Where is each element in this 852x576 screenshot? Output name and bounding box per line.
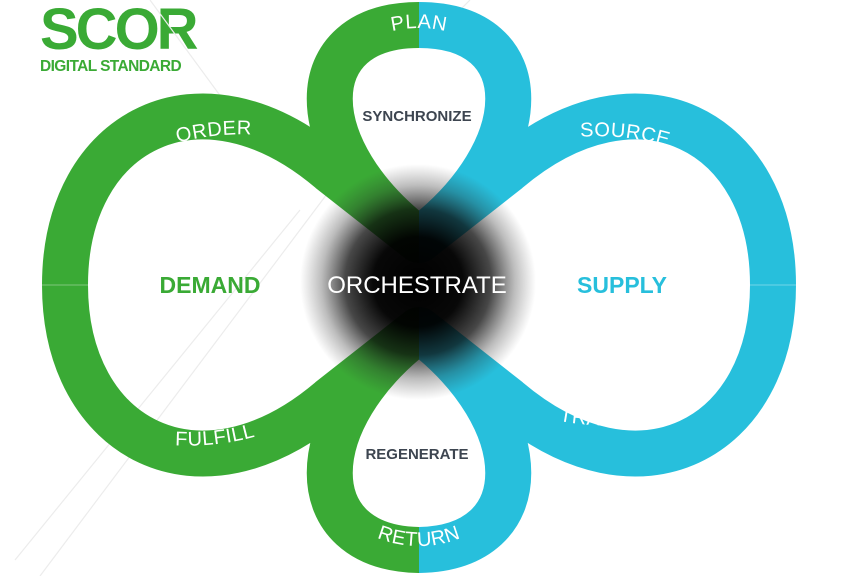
process-plan-label: PLAN [389, 11, 449, 36]
demand-label: DEMAND [160, 272, 261, 298]
logo-subtitle: DIGITAL STANDARD [40, 58, 182, 75]
process-return-label: RETURN [375, 522, 463, 551]
regenerate-label: REGENERATE [365, 446, 468, 463]
synchronize-label: SYNCHRONIZE [362, 108, 471, 125]
green-ribbon [42, 2, 419, 573]
supply-label: SUPPLY [577, 272, 667, 298]
cyan-ribbon [419, 2, 796, 573]
orchestrate-hub [300, 164, 536, 400]
orchestrate-label: ORCHESTRATE [327, 272, 507, 299]
